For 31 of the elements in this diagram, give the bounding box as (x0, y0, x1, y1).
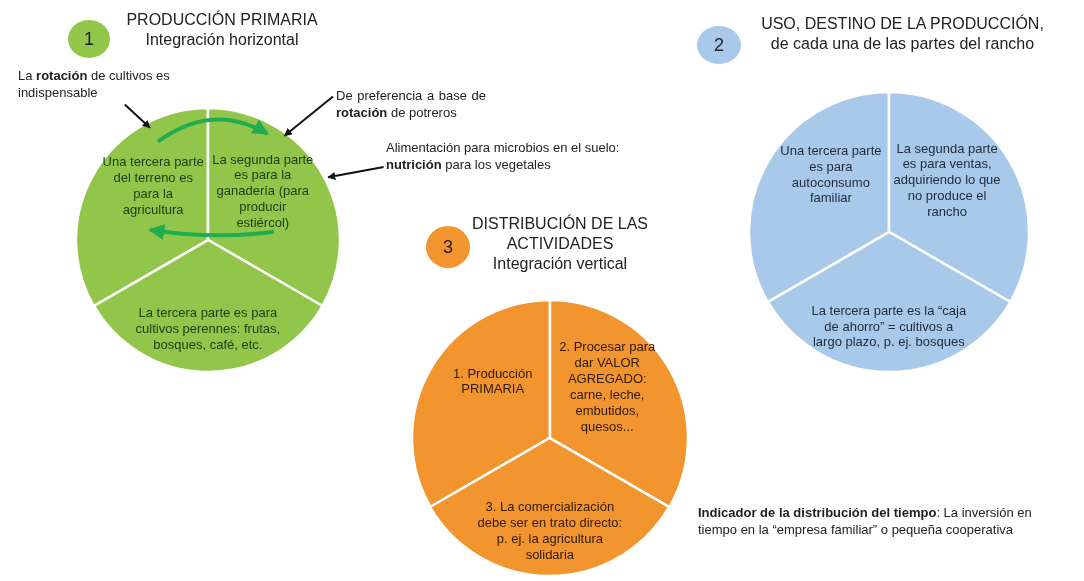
leader-arrow (123, 103, 151, 129)
number-badge: 3 (426, 226, 470, 268)
curved-arrow (156, 117, 269, 144)
note-text: Indicador de la distribución del tiempo: La inversión en tiempo en la “empresa familiar” o pequeña cooperativa (698, 505, 1033, 539)
subheading-text: Integración vertical (491, 254, 629, 274)
pie-slice (93, 240, 323, 372)
annotation-text: Alimentación para microbios en el suelo: nutrición para los vegetales (386, 140, 626, 174)
slice-text: 2. Procesar para dar VALOR AGREGADO: carne, leche, embutidos, quesos... (558, 339, 657, 435)
subheading-text: Integración horizontal (144, 30, 300, 50)
heading-text: PRODUCCIÓN PRIMARIA (125, 10, 319, 30)
number-badge: 1 (68, 20, 110, 58)
annotation-text: De preferencia a base de rotación de potreros (336, 88, 486, 122)
pie-slice (749, 92, 889, 302)
subheading-text: de cada una de las partes del rancho (769, 34, 1036, 54)
heading-text: USO, DESTINO DE LA PRODUCCIÓN, (760, 14, 1045, 34)
slice-text: La segunda parte es para ventas, adquiriendo lo que no produce el rancho (893, 140, 1001, 220)
annotation-text: La rotación de cultivos es indispensable (18, 68, 196, 102)
slice-text: La segunda parte es para la ganadería (para producir estiércol) (211, 151, 314, 231)
leader-arrow (283, 95, 334, 137)
slice-text: Una tercera parte es para autoconsumo familiar (779, 142, 883, 207)
pie-slice (767, 232, 1011, 372)
leader-arrow (327, 166, 385, 180)
curved-arrow (148, 224, 275, 240)
number-badge: 2 (697, 26, 741, 64)
slice-text: 3. La comercialización debe ser en trato directo: p. ej. la agricultura solidaria (476, 499, 624, 563)
pie-slice (430, 438, 670, 576)
heading-text: DISTRIBUCIÓN DE LAS ACTIVIDADES (471, 214, 649, 254)
slice-text: 1. Producción PRIMARIA (451, 365, 534, 398)
slice-text: La tercera parte es para cultivos perennes: frutas, bosques, café, etc. (134, 305, 282, 353)
slice-text: La tercera parte es la “caja de ahorro” = cultivos a largo plazo, p. ej. bosques (810, 302, 968, 351)
slice-text: Una tercera parte del terreno es para la agricultura (102, 154, 204, 218)
